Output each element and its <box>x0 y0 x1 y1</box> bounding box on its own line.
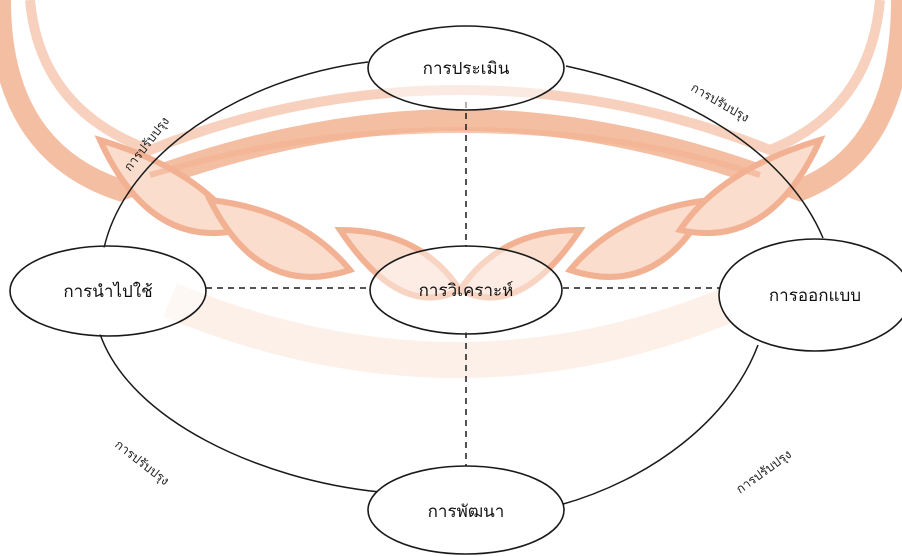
node-analysis: การวิเคราะห์ <box>369 245 563 335</box>
dashed-connectors <box>206 102 722 470</box>
node-design-shape <box>718 238 902 352</box>
edge-bottom-right <box>559 344 759 506</box>
node-design: การออกแบบ <box>718 238 902 352</box>
node-design-label: การออกแบบ <box>769 286 861 306</box>
edge-top-right <box>565 65 824 239</box>
node-implementation-label: การนำไปใช้ <box>63 281 152 302</box>
edge-top-left <box>103 61 369 249</box>
node-evaluation-shape <box>367 25 565 111</box>
node-development-label: การพัฒนา <box>428 502 505 522</box>
university-seal-watermark-icon <box>0 0 902 378</box>
edge-label-bottom-left: การปรับปรุง <box>112 437 173 489</box>
node-evaluation: การประเมิน <box>367 25 565 111</box>
cycle-edges <box>99 61 824 506</box>
node-evaluation-label: การประเมิน <box>423 59 510 79</box>
edge-bottom-left <box>99 333 381 493</box>
edge-label-bottom-right: การปรับปรุง <box>733 446 795 497</box>
node-implementation: การนำไปใช้ <box>9 245 207 337</box>
node-development-shape <box>367 465 565 555</box>
edge-label-top-right: การปรับปรุง <box>688 80 752 126</box>
node-implementation-shape <box>9 245 207 337</box>
node-analysis-shape <box>369 245 563 335</box>
node-development: การพัฒนา <box>367 465 565 555</box>
node-analysis-label: การวิเคราะห์ <box>419 281 514 301</box>
